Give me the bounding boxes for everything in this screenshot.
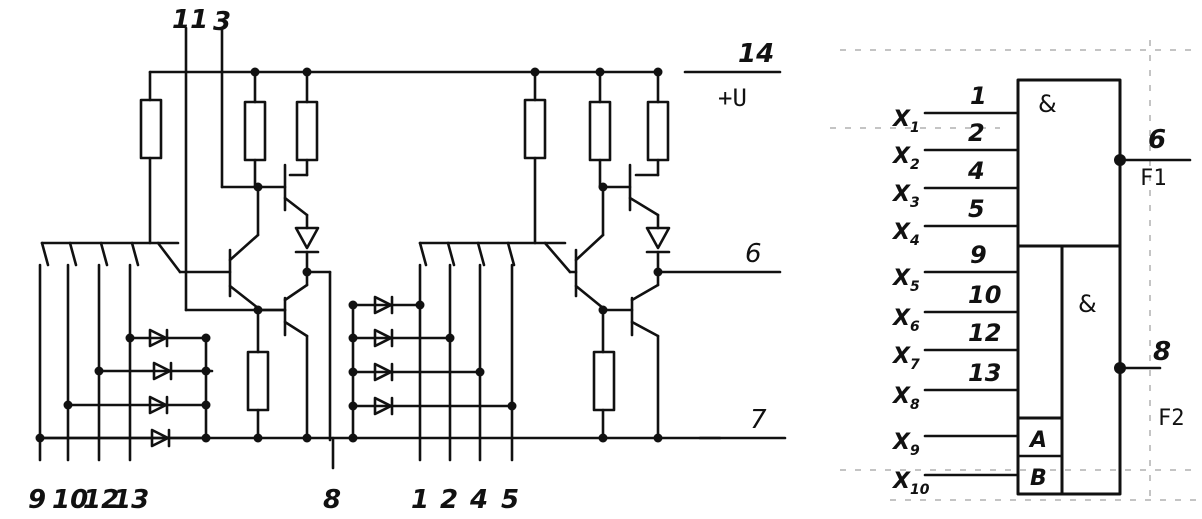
pin-label-8: 8 <box>323 485 341 515</box>
and-symbol-upper: & <box>1038 90 1057 118</box>
symbol-input-x9: X9 <box>891 430 920 459</box>
pin-label-4: 4 <box>469 485 488 515</box>
pin-label-7: 7 <box>750 405 767 435</box>
pin-label-14: 14 <box>738 39 774 69</box>
rail-label: +U <box>718 84 747 112</box>
pin-label-2: 2 <box>440 485 458 515</box>
pin-label-5: 5 <box>501 485 519 515</box>
symbol-input-x8: X8 <box>891 384 920 413</box>
symbol-input-x5: X5 <box>891 266 920 295</box>
symbol-pin-4: 4 <box>967 157 985 185</box>
symbol-input-x6: X6 <box>891 306 920 335</box>
symbol-output2-label: F2 <box>1158 406 1185 431</box>
circuit-left-half <box>35 26 787 470</box>
background-dashes <box>830 40 1200 501</box>
pin-label-3: 3 <box>213 7 231 37</box>
pin-label-10: 10 <box>52 485 88 515</box>
symbol-labels: X1 X2 X3 X4 X5 X6 X7 X8 X9 X10 1 2 4 5 9… <box>891 82 1185 498</box>
symbol-pin-1: 1 <box>970 82 987 110</box>
and-symbol-lower: & <box>1078 290 1097 318</box>
symbol-input-x2: X2 <box>891 144 920 173</box>
pin-label-1: 1 <box>411 485 429 515</box>
circuit-labels: 11 3 14 +U 6 7 9 10 12 13 8 1 2 4 5 <box>28 5 774 515</box>
pin-label-9: 9 <box>28 485 46 515</box>
pin-label-11: 11 <box>172 5 208 35</box>
circuit-right-half <box>348 67 782 462</box>
symbol-pin-9: 9 <box>970 241 987 269</box>
expander-a: A <box>1028 428 1047 453</box>
symbol-output2-pin: 8 <box>1153 337 1171 367</box>
symbol-pin-12: 12 <box>968 319 1001 347</box>
symbol-output1-pin: 6 <box>1148 125 1166 155</box>
symbol-pin-5: 5 <box>968 195 985 223</box>
symbol-input-x10: X10 <box>891 469 930 498</box>
symbol-input-x1: X1 <box>891 107 920 136</box>
pin-label-6: 6 <box>745 239 762 269</box>
symbol-pin-10: 10 <box>968 281 1001 309</box>
symbol-input-x7: X7 <box>891 344 920 373</box>
expander-b: B <box>1030 466 1047 491</box>
symbol-pin-13: 13 <box>968 359 1001 387</box>
logic-symbol: & & A B <box>923 78 1192 496</box>
symbol-pin-2: 2 <box>968 119 985 147</box>
symbol-input-x3: X3 <box>891 182 920 211</box>
symbol-output1-label: F1 <box>1140 166 1167 191</box>
pin-label-13: 13 <box>113 485 149 515</box>
pin-label-12: 12 <box>83 485 119 515</box>
symbol-input-x4: X4 <box>891 220 920 249</box>
